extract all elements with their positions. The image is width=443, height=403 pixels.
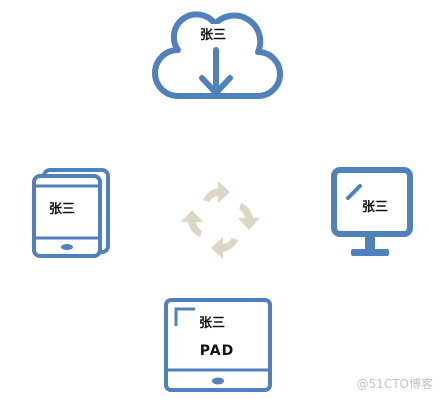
- stacked-phone-icon: 张三: [32, 168, 110, 258]
- monitor-icon: 张三: [331, 167, 413, 256]
- watermark: @51CTO博客: [357, 376, 433, 391]
- tablet-icon: 张三 PAD: [164, 298, 272, 392]
- phone-label: 张三: [49, 202, 75, 217]
- pad-device-name: PAD: [200, 343, 234, 359]
- cloud-label: 张三: [200, 28, 226, 43]
- pad-label: 张三: [199, 316, 225, 331]
- sync-cycle-icon: [181, 181, 260, 259]
- cloud-download-icon: 张三: [152, 11, 283, 99]
- monitor-label: 张三: [362, 200, 388, 215]
